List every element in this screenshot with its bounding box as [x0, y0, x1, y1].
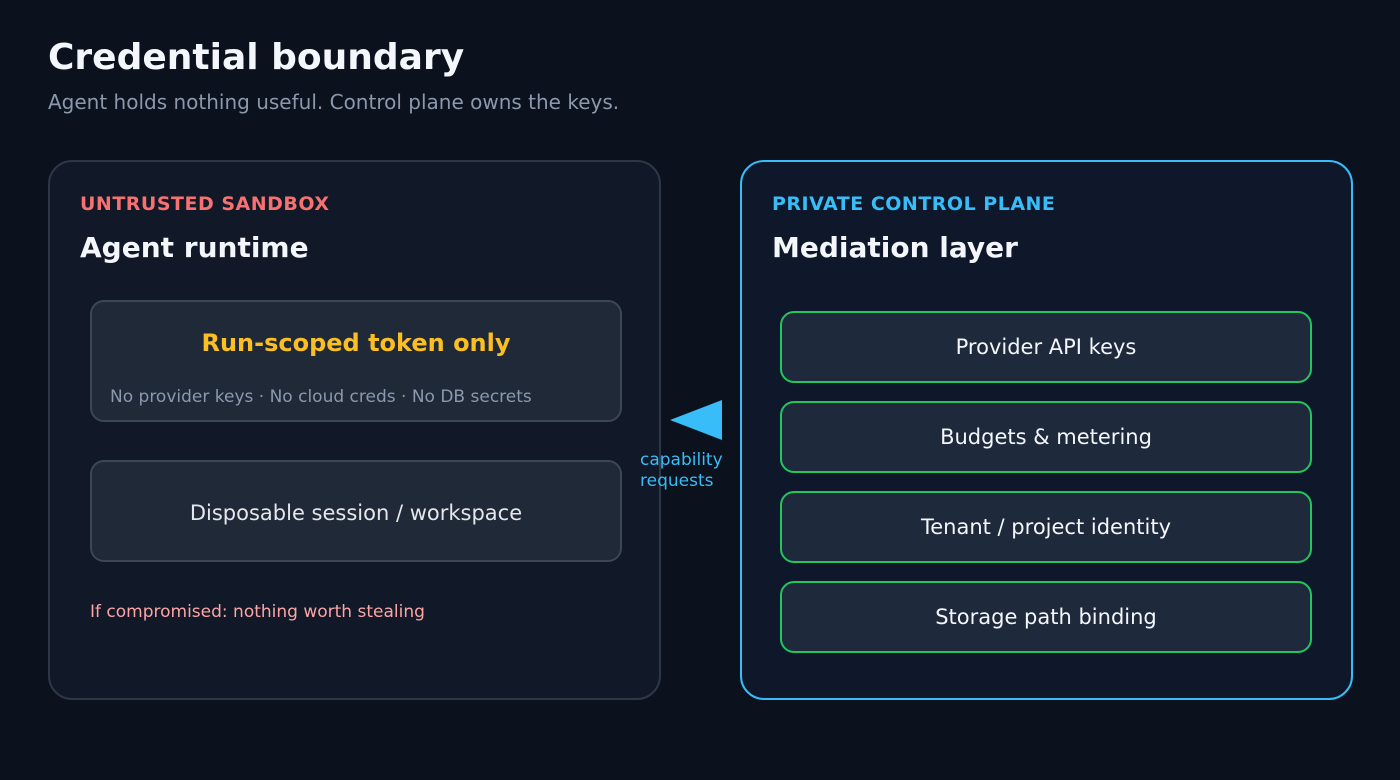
token-note: No provider keys · No cloud creds · No D… — [110, 387, 532, 407]
compromise-warning: If compromised: nothing worth stealing — [90, 602, 425, 622]
budgets-metering-item: Budgets & metering — [780, 401, 1312, 473]
token-box: Run-scoped token only No provider keys ·… — [90, 300, 622, 422]
session-box: Disposable session / workspace — [90, 460, 622, 562]
sandbox-eyebrow: UNTRUSTED SANDBOX — [80, 193, 330, 215]
token-title: Run-scoped token only — [201, 329, 511, 357]
capability-label: capability requests — [640, 450, 740, 492]
control-plane-panel: PRIVATE CONTROL PLANE Mediation layer Pr… — [740, 160, 1353, 700]
tenant-identity-item: Tenant / project identity — [780, 491, 1312, 563]
sandbox-panel: UNTRUSTED SANDBOX Agent runtime Run-scop… — [48, 160, 661, 700]
storage-path-binding-item: Storage path binding — [780, 581, 1312, 653]
page-subtitle: Agent holds nothing useful. Control plan… — [48, 90, 620, 114]
page-title: Credential boundary — [48, 37, 465, 78]
provider-api-keys-item: Provider API keys — [780, 311, 1312, 383]
control-plane-eyebrow: PRIVATE CONTROL PLANE — [772, 193, 1056, 215]
control-plane-heading: Mediation layer — [772, 231, 1018, 264]
capability-label-line1: capability — [640, 450, 723, 470]
capability-arrow-icon — [670, 400, 722, 440]
session-label: Disposable session / workspace — [189, 501, 523, 525]
sandbox-heading: Agent runtime — [80, 231, 309, 264]
capability-label-line2: requests — [640, 471, 714, 491]
